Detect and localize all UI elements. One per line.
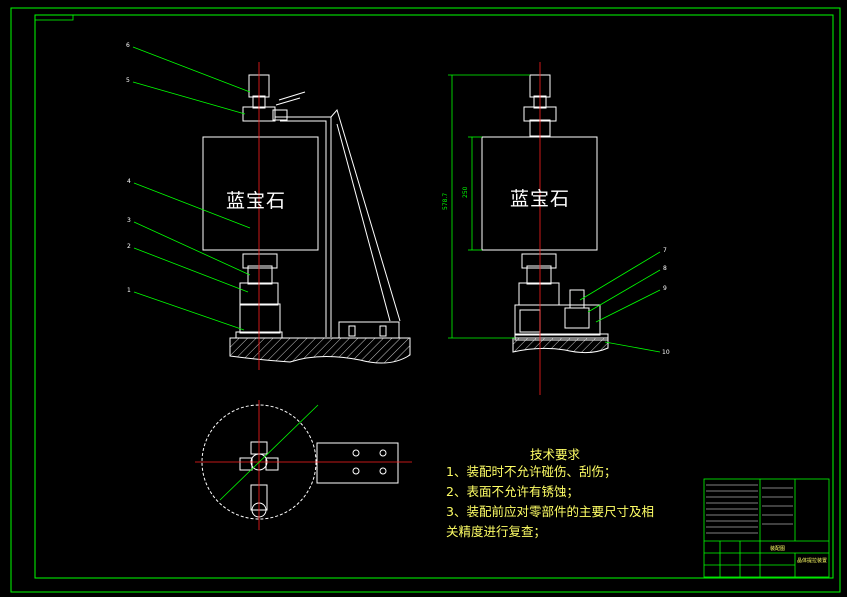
requirement-item-4: 关精度进行复查；	[446, 524, 547, 539]
part-number-3: 3	[127, 217, 131, 224]
top-view-leader	[219, 404, 319, 501]
title-block-name: 装配图	[770, 546, 786, 552]
part-number-9: 9	[663, 285, 667, 292]
part-number-6: 6	[126, 42, 130, 49]
top-view-centerlines	[195, 400, 412, 530]
title-block	[703, 478, 830, 578]
inner-border	[34, 14, 834, 579]
outer-border	[10, 7, 841, 593]
part-number-8: 8	[663, 265, 667, 272]
part-number-1: 1	[127, 287, 131, 294]
requirement-item-3: 3、装配前应对零部件的主要尺寸及相	[446, 504, 654, 519]
dim-overall-label: 578.7	[442, 193, 449, 210]
title-block-drawing-title: 晶体提拉装置	[797, 558, 828, 564]
part-number-7: 7	[663, 247, 667, 254]
corner-code-box	[34, 14, 74, 21]
requirement-item-2: 2、表面不允许有锈蚀；	[446, 484, 579, 499]
crystal-label-side: 蓝宝石	[510, 188, 571, 210]
side-leaders	[579, 251, 661, 353]
side-dimensions	[448, 74, 530, 339]
part-number-10: 10	[662, 349, 670, 356]
part-number-2: 2	[127, 243, 131, 250]
title-block-rows	[706, 484, 793, 534]
requirements-title: 技术要求	[530, 447, 581, 462]
requirement-item-1: 1、装配时不允许碰伤、刮伤；	[446, 464, 617, 479]
part-number-4: 4	[127, 178, 131, 185]
front-leaders	[132, 46, 251, 331]
part-number-5: 5	[126, 77, 130, 84]
dim-crystal-label: 250	[462, 186, 469, 198]
front-ground	[229, 337, 411, 364]
crystal-label-front: 蓝宝石	[226, 190, 287, 212]
front-view	[202, 74, 401, 339]
side-ground	[512, 337, 609, 354]
